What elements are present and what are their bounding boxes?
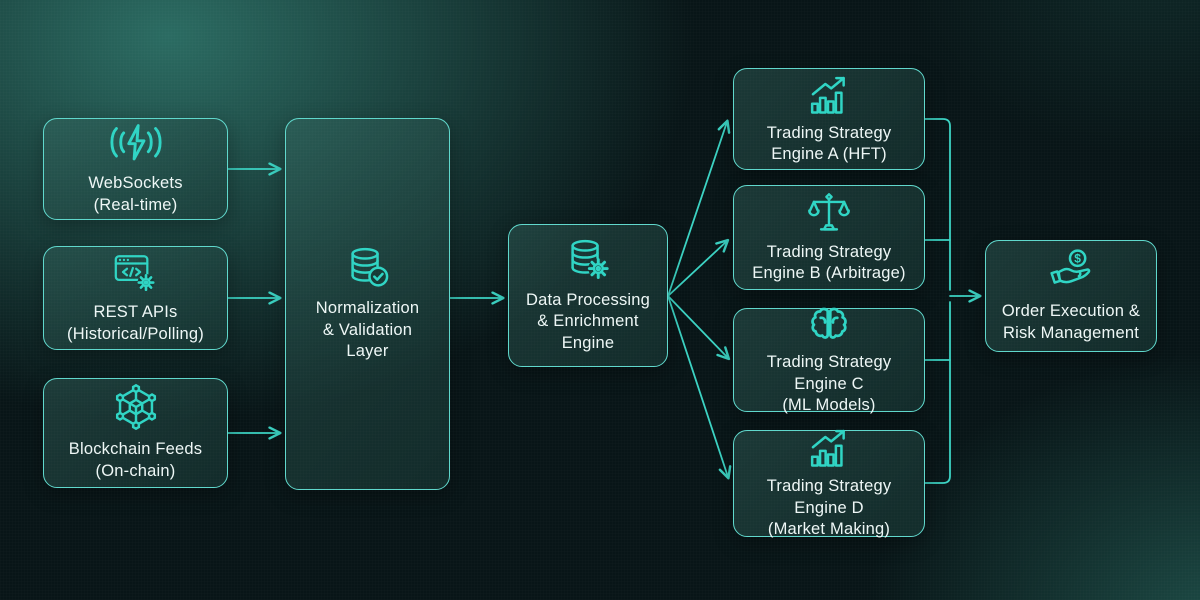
node-blockchain-feeds: Blockchain Feeds (On-chain)	[43, 378, 228, 488]
node-label: Trading Strategy Engine B (Arbitrage)	[752, 242, 906, 282]
database-gear-icon	[566, 237, 610, 281]
node-engine-c-ml: Trading Strategy Engine C (ML Models)	[733, 308, 925, 414]
edge-engine-d-bus	[924, 301, 951, 484]
node-engine-d-market-making: Trading Strategy Engine D (Market Making…	[733, 430, 925, 539]
node-label: Trading Strategy Engine C (ML Models)	[766, 353, 892, 415]
hand-coin-icon: $	[1046, 248, 1096, 292]
node-label: Blockchain Feeds (On-chain)	[68, 440, 203, 480]
node-engine-b-arbitrage: Trading Strategy Engine B (Arbitrage)	[733, 185, 925, 290]
edge-processing-engine-b	[667, 238, 730, 297]
blockchain-network-icon	[113, 384, 159, 431]
chart-growth-icon	[807, 73, 851, 114]
node-engine-a-hft: Trading Strategy Engine A (HFT)	[733, 68, 925, 170]
coin-dollar-symbol: $	[1074, 252, 1081, 266]
edge-engine-a-bus	[924, 118, 951, 291]
node-order-execution: $ Order Execution & Risk Management	[985, 240, 1157, 352]
brain-icon	[803, 303, 855, 343]
node-label: WebSockets (Real-time)	[88, 174, 183, 214]
balance-scale-icon	[806, 191, 852, 233]
node-label: REST APIs (Historical/Polling)	[67, 303, 204, 343]
database-check-icon	[346, 245, 390, 289]
edge-processing-engine-c	[667, 295, 731, 361]
node-websockets: WebSockets (Real-time)	[43, 118, 228, 220]
edge-processing-engine-a	[667, 119, 731, 297]
chart-growth-icon	[807, 426, 851, 468]
node-data-processing: Data Processing & Enrichment Engine	[508, 224, 668, 367]
signal-bolt-icon	[104, 122, 168, 164]
node-label: Order Execution & Risk Management	[1001, 302, 1141, 342]
node-label: Normalization & Validation Layer	[315, 299, 420, 361]
node-label: Trading Strategy Engine D (Market Making…	[766, 477, 892, 539]
node-normalization-validation: Normalization & Validation Layer	[285, 118, 450, 490]
api-window-gear-icon	[113, 251, 158, 293]
node-label: Trading Strategy Engine A (HFT)	[766, 123, 892, 163]
edge-processing-engine-d	[667, 295, 732, 480]
node-rest-apis: REST APIs (Historical/Polling)	[43, 246, 228, 350]
node-label: Data Processing & Enrichment Engine	[525, 290, 651, 352]
